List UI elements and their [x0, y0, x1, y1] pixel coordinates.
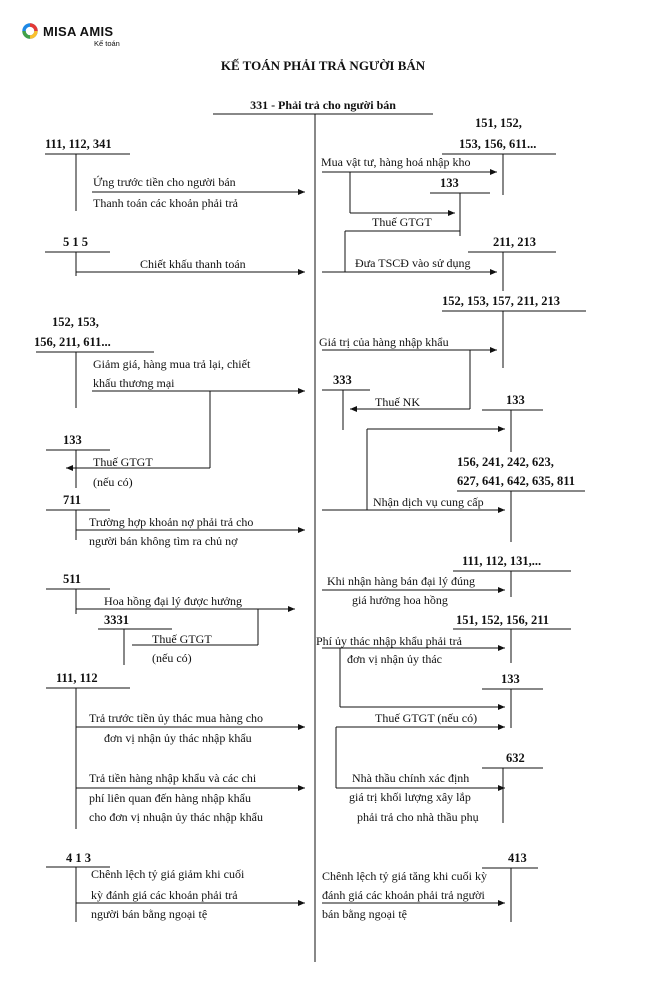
acc-211-213: 211, 213	[493, 235, 536, 249]
txt-tra-tien-3: cho đơn vị nhuận ủy thác nhập khẩu	[89, 810, 263, 824]
acc-133-left: 133	[63, 433, 82, 447]
txt-tra-truoc-2: đơn vị nhận ủy thác nhập khẩu	[104, 731, 252, 745]
txt-giam-gia-1: Giảm giá, hàng mua trả lại, chiết	[93, 357, 251, 371]
txt-thanh-toan: Thanh toán các khoản phải trả	[93, 196, 239, 210]
txt-neu-co-3331: (nếu có)	[152, 651, 192, 665]
brand-name: MISA AMIS	[43, 24, 114, 39]
brand-subtitle: Kế toán	[94, 39, 120, 48]
acc-111-112-131: 111, 112, 131,...	[462, 554, 541, 568]
txt-cltg-giam-2: kỳ đánh giá các khoản phải trả	[91, 888, 238, 902]
acc-152-153-top: 152, 153,	[52, 315, 99, 329]
acc-156-241-242-623: 156, 241, 242, 623,	[457, 455, 554, 469]
txt-dua-tscd: Đưa TSCĐ vào sử dụng	[355, 256, 470, 270]
account-header: 331 - Phải trả cho người bán	[250, 98, 396, 112]
acc-153-156-611: 153, 156, 611...	[459, 137, 536, 151]
txt-gia-tri-nk: Giá trị của hàng nhập khẩu	[319, 335, 449, 349]
txt-nhan-hang-2: giá hưởng hoa hồng	[352, 593, 448, 607]
txt-nhan-dich-vu: Nhận dịch vụ cung cấp	[373, 495, 484, 509]
acc-3331: 3331	[104, 613, 129, 627]
txt-phi-uy-thac-2: đơn vị nhận ủy thác	[347, 652, 442, 666]
acc-152-153-157-211-213: 152, 153, 157, 211, 213	[442, 294, 560, 308]
acc-333: 333	[333, 373, 352, 387]
txt-nha-thau-3: phải trả cho nhà thầu phụ	[357, 810, 479, 824]
txt-cltg-tang-3: bán bằng ngoại tệ	[322, 907, 407, 921]
page-title: KẾ TOÁN PHẢI TRẢ NGƯỜI BÁN	[221, 58, 426, 73]
acc-133-r2: 133	[506, 393, 525, 407]
txt-nha-thau-2: giá trị khối lượng xây lắp	[349, 790, 471, 804]
acc-627-641-642-635-811: 627, 641, 642, 635, 811	[457, 474, 575, 488]
txt-cltg-giam-1: Chênh lệch tỷ giá giảm khi cuối	[91, 867, 245, 881]
misa-logo-icon	[22, 23, 38, 39]
txt-thue-gtgt-3331: Thuế GTGT	[152, 632, 212, 646]
txt-cltg-tang-2: đánh giá các khoản phải trả người	[322, 888, 485, 902]
acc-151-152: 151, 152,	[475, 116, 522, 130]
brand-logo: MISA AMIS Kế toán	[22, 22, 142, 52]
txt-thue-nk: Thuế NK	[375, 395, 420, 409]
txt-tra-tien-1: Trả tiền hàng nhập khẩu và các chi	[89, 771, 257, 785]
txt-nha-thau-1: Nhà thầu chính xác định	[352, 771, 469, 785]
acc-632: 632	[506, 751, 525, 765]
acc-151-152-156-211: 151, 152, 156, 211	[456, 613, 549, 627]
acc-413-right: 413	[508, 851, 527, 865]
txt-neu-co-left: (nếu có)	[93, 475, 133, 489]
acc-511: 511	[63, 572, 81, 586]
acc-111-112-341: 111, 112, 341	[45, 137, 112, 151]
txt-giam-gia-2: khấu thương mại	[93, 376, 175, 390]
txt-ung-truoc: Ứng trước tiền cho người bán	[93, 175, 236, 189]
txt-tra-tien-2: phí liên quan đến hàng nhập khẩu	[89, 791, 251, 805]
txt-cltg-tang-1: Chênh lệch tỷ giá tăng khi cuối kỳ	[322, 869, 487, 883]
txt-cltg-giam-3: người bán bằng ngoại tệ	[91, 907, 207, 921]
acc-413-left: 4 1 3	[66, 851, 91, 865]
acc-711: 711	[63, 493, 81, 507]
acc-111-112-left: 111, 112	[56, 671, 98, 685]
txt-hoa-hong: Hoa hồng đại lý được hưởng	[104, 594, 242, 608]
txt-tra-truoc-1: Trả trước tiền ủy thác mua hàng cho	[89, 711, 263, 725]
txt-thue-gtgt-left: Thuế GTGT	[93, 455, 153, 469]
acc-133-r1: 133	[440, 176, 459, 190]
txt-no-1: Trường hợp khoản nợ phải trả cho	[89, 515, 253, 529]
txt-thue-gtgt-neu-co: Thuế GTGT (nếu có)	[375, 711, 477, 725]
txt-mua-vat-tu: Mua vật tư, hàng hoá nhập kho	[321, 155, 470, 169]
acc-133-r3: 133	[501, 672, 520, 686]
txt-no-2: người bán không tìm ra chủ nợ	[89, 534, 238, 548]
acc-156-211-611: 156, 211, 611...	[34, 335, 111, 349]
txt-phi-uy-thac-1: Phí ủy thác nhập khẩu phải trả	[316, 634, 463, 648]
txt-chiet-khau-tt: Chiết khấu thanh toán	[140, 257, 246, 271]
txt-thue-gtgt-r1: Thuế GTGT	[372, 215, 432, 229]
acc-515: 5 1 5	[63, 235, 88, 249]
txt-nhan-hang-1: Khi nhận hàng bán đại lý đúng	[327, 574, 475, 588]
